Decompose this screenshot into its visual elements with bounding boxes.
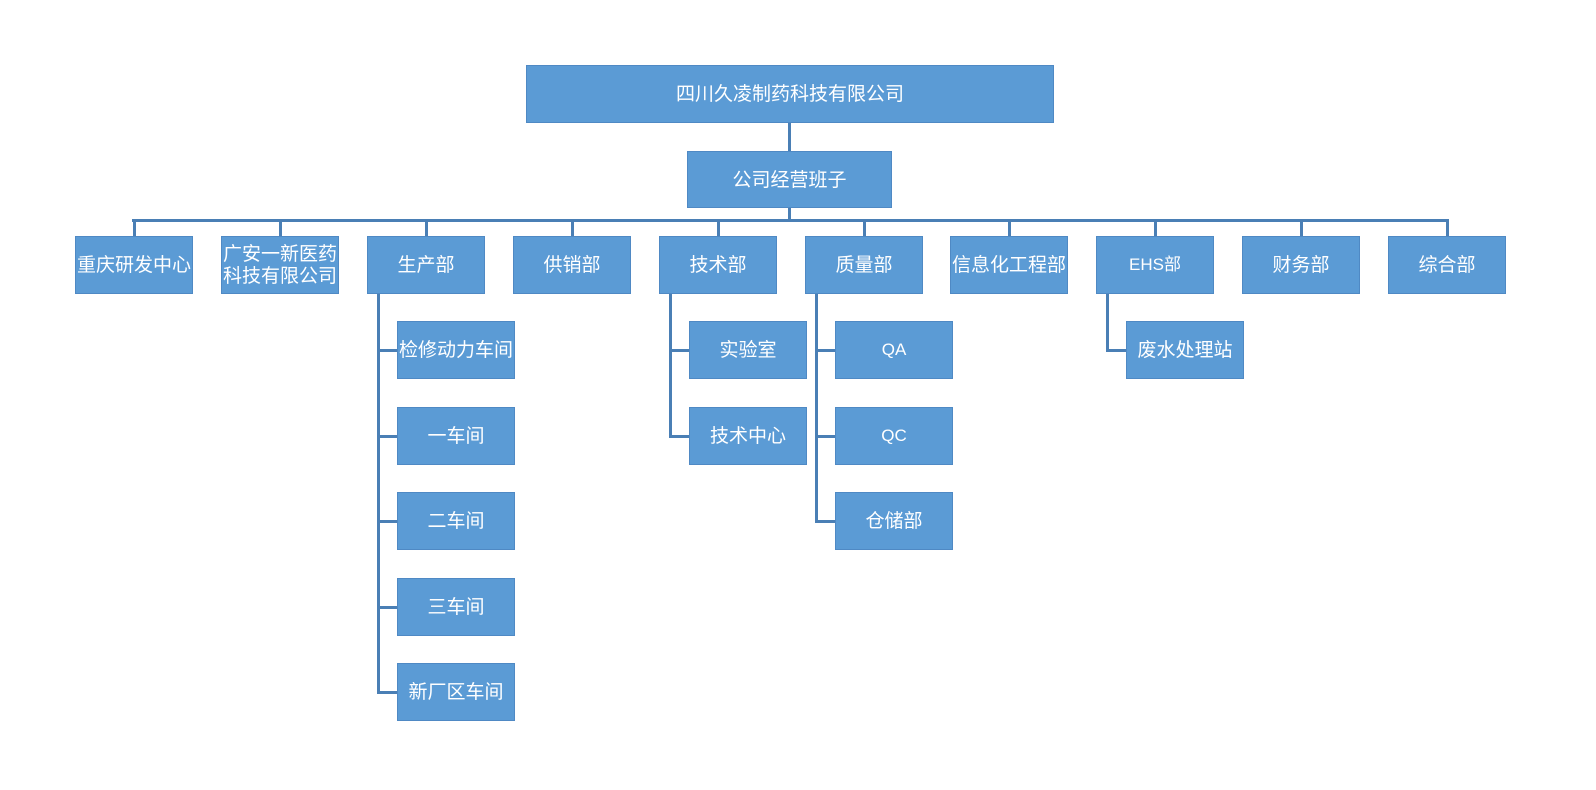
org-root-box: 四川久凌制药科技有限公司	[526, 65, 1054, 123]
connector-rail-dept-4	[669, 294, 672, 438]
department-box-6: 信息化工程部	[950, 236, 1068, 294]
subunit-box-5-1: QC	[835, 406, 953, 465]
department-box-9: 综合部	[1388, 236, 1506, 294]
subunit-box-2-4: 新厂区车间	[397, 663, 515, 721]
department-box-2: 生产部	[367, 236, 485, 294]
connector-branch-dept-2-3	[377, 605, 398, 609]
connector-branch-dept-5-1	[815, 434, 836, 438]
connector-bus-dept-6	[1008, 219, 1011, 236]
department-box-1: 广安一新医药 科技有限公司	[221, 236, 339, 294]
connector-branch-dept-4-1	[669, 434, 690, 438]
subunit-box-2-0: 检修动力车间	[397, 321, 515, 379]
connector-root-management	[788, 123, 791, 151]
department-box-3: 供销部	[513, 236, 631, 294]
connector-horizontal-bus	[132, 219, 1448, 222]
subunit-box-2-1: 一车间	[397, 406, 515, 465]
subunit-box-5-0: QA	[835, 321, 953, 379]
connector-bus-dept-0	[133, 219, 136, 236]
connector-branch-dept-2-0	[377, 349, 398, 352]
connector-management-bus	[788, 208, 791, 220]
connector-branch-dept-7-0	[1106, 349, 1127, 352]
connector-bus-dept-4	[717, 219, 720, 236]
subunit-box-4-1: 技术中心	[689, 406, 807, 465]
connector-bus-dept-8	[1300, 219, 1303, 236]
subunit-box-4-0: 实验室	[689, 321, 807, 379]
connector-bus-dept-7	[1154, 219, 1157, 236]
connector-branch-dept-2-2	[377, 520, 398, 523]
connector-branch-dept-5-0	[815, 349, 836, 352]
subunit-box-5-2: 仓储部	[835, 492, 953, 550]
department-box-5: 质量部	[805, 236, 923, 294]
subunit-box-7-0: 废水处理站	[1126, 321, 1244, 379]
subunit-box-2-3: 三车间	[397, 577, 515, 636]
connector-bus-dept-9	[1446, 219, 1449, 236]
subunit-box-2-2: 二车间	[397, 492, 515, 550]
connector-branch-dept-5-2	[815, 520, 836, 523]
department-box-0: 重庆研发中心	[75, 236, 193, 294]
management-box: 公司经营班子	[687, 151, 892, 208]
connector-bus-dept-1	[279, 219, 282, 236]
connector-branch-dept-2-1	[377, 434, 398, 438]
department-box-8: 财务部	[1242, 236, 1360, 294]
connector-bus-dept-3	[571, 219, 574, 236]
connector-rail-dept-5	[815, 294, 818, 523]
department-box-7: EHS部	[1096, 236, 1214, 294]
connector-rail-dept-2	[377, 294, 380, 694]
connector-bus-dept-5	[863, 219, 866, 236]
connector-branch-dept-4-0	[669, 349, 690, 352]
connector-bus-dept-2	[425, 219, 428, 236]
department-box-4: 技术部	[659, 236, 777, 294]
connector-branch-dept-2-4	[377, 691, 398, 694]
connector-rail-dept-7	[1106, 294, 1109, 352]
